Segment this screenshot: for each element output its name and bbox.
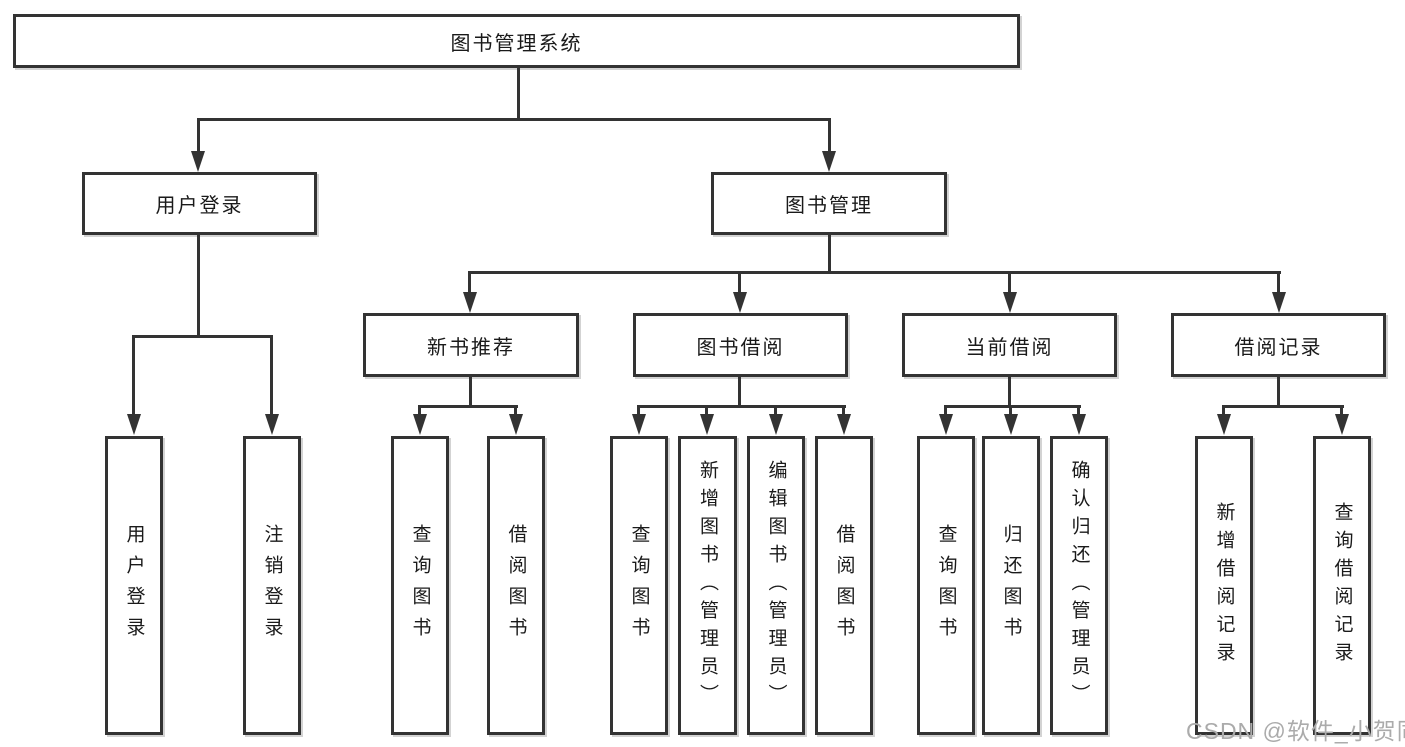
connector-drop-leaf-login bbox=[132, 335, 135, 415]
arrowhead bbox=[700, 414, 714, 435]
arrowhead bbox=[939, 414, 953, 435]
connector-drop bbox=[637, 405, 640, 417]
leaf-query-books-current: 查询图书 bbox=[917, 436, 975, 735]
connector-drop-user-login bbox=[197, 118, 200, 152]
connector-drop bbox=[514, 405, 517, 417]
arrowhead-user-login bbox=[191, 151, 205, 172]
node-user-login-branch: 用户登录 bbox=[82, 172, 317, 235]
connector-records-stem bbox=[1277, 377, 1280, 407]
leaf-confirm-return-admin: 确认归还（管理员） bbox=[1050, 436, 1108, 735]
leaf-add-borrow-record: 新增借阅记录 bbox=[1195, 436, 1253, 735]
connector-user-rail bbox=[132, 335, 273, 338]
arrowhead-leaf-logout bbox=[265, 414, 279, 435]
arrowhead bbox=[509, 414, 523, 435]
connector-records-rail bbox=[1222, 405, 1344, 408]
leaf-query-borrow-record: 查询借阅记录 bbox=[1313, 436, 1371, 735]
node-current-borrow: 当前借阅 bbox=[902, 313, 1117, 377]
connector-bookborrow-stem bbox=[738, 377, 741, 407]
connector-mgmt-stem bbox=[828, 235, 831, 273]
leaf-query-books-recommend: 查询图书 bbox=[391, 436, 449, 735]
connector-mgmt-rail bbox=[468, 271, 1281, 274]
connector-drop-current-borrow bbox=[1008, 271, 1011, 293]
connector-drop bbox=[944, 405, 947, 417]
connector-drop-new-book bbox=[468, 271, 471, 293]
arrowhead bbox=[1004, 414, 1018, 435]
leaf-return-books: 归还图书 bbox=[982, 436, 1040, 735]
connector-drop bbox=[1222, 405, 1225, 417]
connector-drop bbox=[1009, 405, 1012, 417]
leaf-borrow-books: 借阅图书 bbox=[815, 436, 873, 735]
connector-drop bbox=[774, 405, 777, 417]
arrowhead bbox=[1335, 414, 1349, 435]
leaf-query-books-borrow: 查询图书 bbox=[610, 436, 668, 735]
connector-drop-borrow-records bbox=[1277, 271, 1280, 293]
connector-newbook-stem bbox=[469, 377, 472, 407]
arrowhead bbox=[1072, 414, 1086, 435]
node-borrow-records: 借阅记录 bbox=[1171, 313, 1386, 377]
node-new-book-recommend: 新书推荐 bbox=[363, 313, 579, 377]
connector-level1-rail bbox=[197, 118, 831, 121]
arrowhead bbox=[769, 414, 783, 435]
arrowhead-current-borrow bbox=[1003, 292, 1017, 313]
node-book-borrow: 图书借阅 bbox=[633, 313, 848, 377]
arrowhead bbox=[1217, 414, 1231, 435]
arrowhead bbox=[632, 414, 646, 435]
connector-drop-leaf-logout bbox=[270, 335, 273, 415]
connector-currentborrow-stem bbox=[1008, 377, 1011, 407]
leaf-user-login: 用户登录 bbox=[105, 436, 163, 735]
connector-drop bbox=[842, 405, 845, 417]
leaf-edit-books-admin: 编辑图书（管理员） bbox=[747, 436, 805, 735]
connector-drop bbox=[1077, 405, 1080, 417]
arrowhead bbox=[413, 414, 427, 435]
watermark-text: CSDN @软件_小贺同学 bbox=[1186, 718, 1405, 744]
connector-drop bbox=[705, 405, 708, 417]
connector-newbook-rail bbox=[418, 405, 518, 408]
connector-user-stem bbox=[197, 235, 200, 337]
arrowhead-borrow-records bbox=[1272, 292, 1286, 313]
connector-drop-book-borrow bbox=[738, 271, 741, 293]
arrowhead-new-book bbox=[463, 292, 477, 313]
node-book-management-branch: 图书管理 bbox=[711, 172, 947, 235]
arrowhead-leaf-login bbox=[127, 414, 141, 435]
connector-drop bbox=[1340, 405, 1343, 417]
node-root: 图书管理系统 bbox=[13, 14, 1020, 68]
connector-bookborrow-rail bbox=[637, 405, 846, 408]
connector-root-stem bbox=[517, 68, 520, 120]
arrowhead-book-mgmt bbox=[822, 151, 836, 172]
connector-drop bbox=[418, 405, 421, 417]
leaf-borrow-books-recommend: 借阅图书 bbox=[487, 436, 545, 735]
leaf-add-books-admin: 新增图书（管理员） bbox=[678, 436, 737, 735]
leaf-logout: 注销登录 bbox=[243, 436, 301, 735]
arrowhead-book-borrow bbox=[733, 292, 747, 313]
connector-currentborrow-rail bbox=[944, 405, 1081, 408]
connector-drop-book-mgmt bbox=[828, 118, 831, 152]
arrowhead bbox=[837, 414, 851, 435]
